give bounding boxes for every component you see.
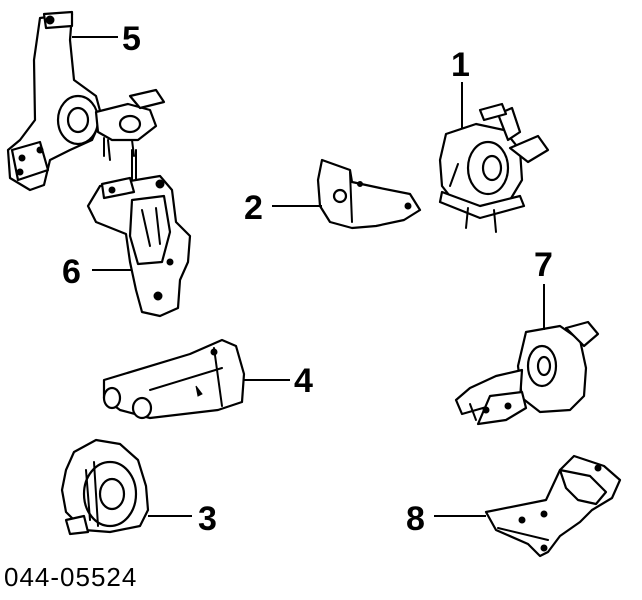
part-number-6: 6 — [62, 253, 81, 291]
part-number-2: 2 — [244, 189, 263, 227]
part-number-7: 7 — [534, 246, 553, 284]
part-6-drawing — [86, 149, 192, 318]
part-number-8: 8 — [406, 500, 425, 538]
part-number-3: 3 — [198, 500, 217, 538]
part-5-drawing — [6, 10, 166, 192]
part-2-drawing — [316, 158, 422, 230]
part-number-5: 5 — [122, 20, 141, 58]
part-7-drawing — [454, 320, 600, 426]
diagram-reference-code: 044-05524 — [4, 562, 137, 592]
part-4-drawing — [102, 338, 246, 420]
part-1-drawing — [438, 102, 550, 233]
part-3-drawing — [60, 438, 150, 536]
part-number-1: 1 — [451, 46, 470, 84]
part-number-4: 4 — [294, 362, 313, 400]
part-8-drawing — [484, 454, 622, 558]
